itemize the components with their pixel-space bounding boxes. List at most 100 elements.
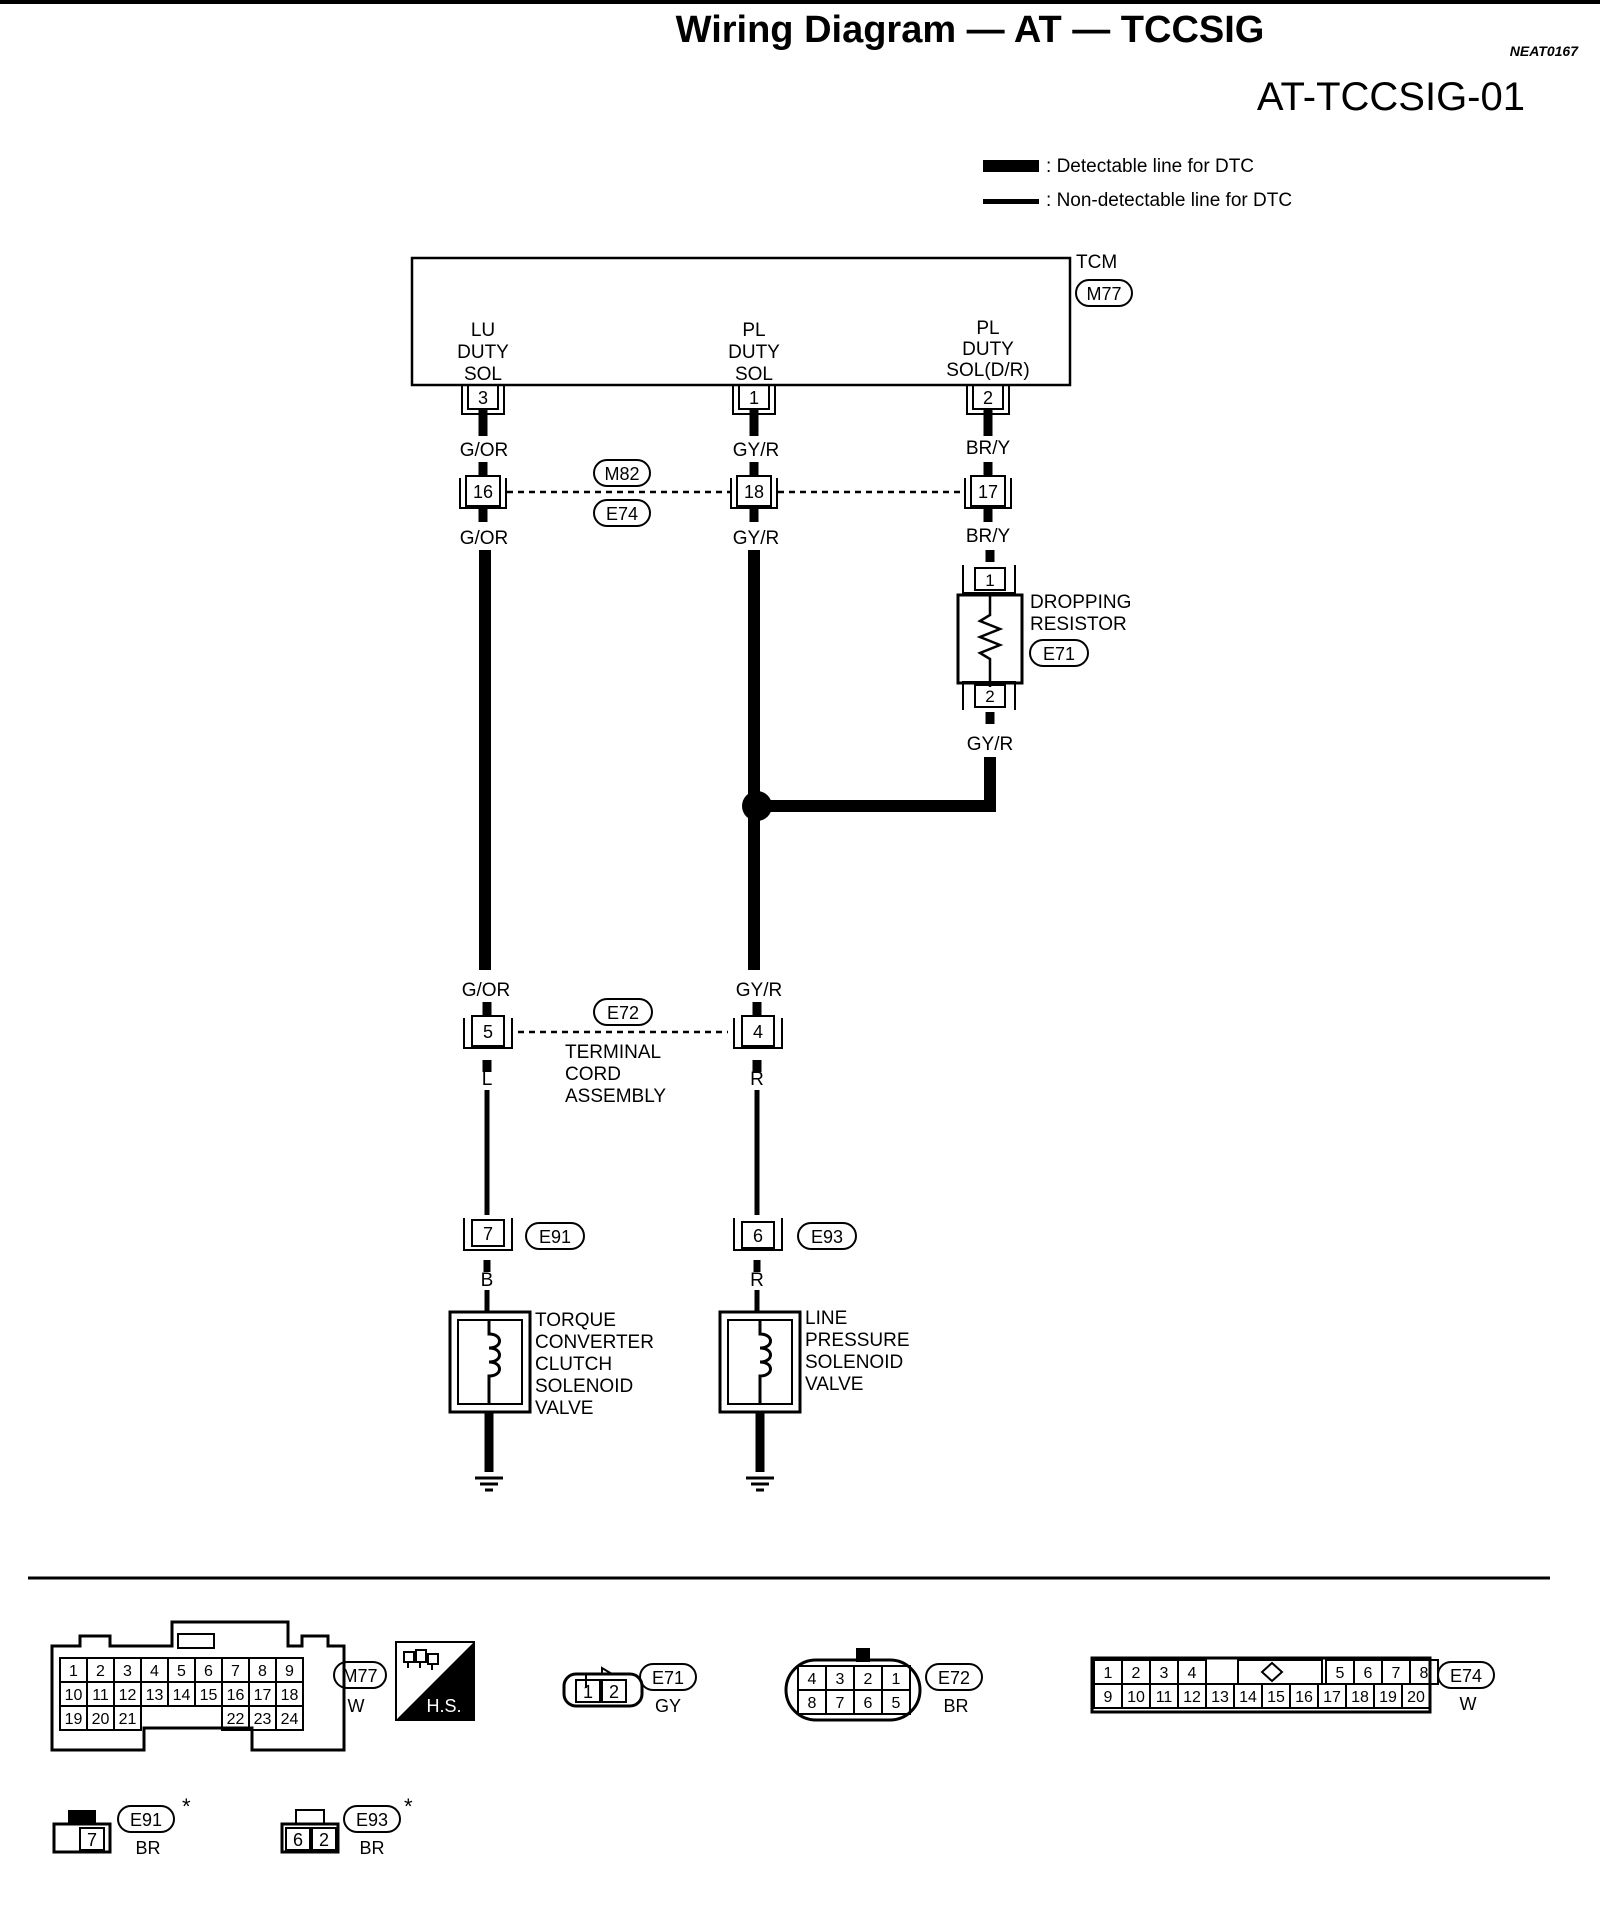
- e93-view-star: *: [404, 1794, 413, 1819]
- tcm-connector-badge: [1075, 279, 1133, 307]
- wire-color-lu-top: G/OR: [460, 440, 509, 461]
- hs-label: H.S.: [426, 1696, 461, 1716]
- e72-pin-5: 5: [483, 1022, 493, 1042]
- svg-text:2: 2: [983, 388, 993, 408]
- ground-icon: [744, 1476, 776, 1492]
- m77-view-color: W: [348, 1696, 365, 1716]
- legend-detectable-swatch: [983, 160, 1039, 172]
- tcm-module: TCM M77 LU DUTY SOL PL DUTY SOL PL DUTY …: [410, 252, 1133, 387]
- tcm-pin-label-lu-3: SOL: [464, 364, 502, 385]
- coil-icon: [487, 1320, 501, 1404]
- e93-view-color: BR: [359, 1838, 384, 1858]
- e72-pin-4: 4: [753, 1022, 763, 1042]
- e72-cell: [881, 1689, 911, 1715]
- m77-pin-label: 10: [65, 1687, 83, 1704]
- lp-label-3: SOLENOID: [805, 1352, 903, 1373]
- tcm-pin-label-pl-3: SOL: [735, 364, 773, 385]
- tcm-name: TCM: [1076, 252, 1117, 273]
- m77-cell: [113, 1705, 142, 1731]
- resistor-label-2: RESISTOR: [1030, 614, 1127, 635]
- e74-pin-label: 18: [1351, 1689, 1369, 1706]
- m77-pin-label: 4: [150, 1663, 159, 1680]
- connector-label-e91: E91: [539, 1227, 571, 1247]
- wire-color-pl-post-e72: R: [750, 1069, 764, 1090]
- terminal-cord-label-3: ASSEMBLY: [565, 1086, 666, 1107]
- e74-pin-label: 10: [1127, 1689, 1145, 1706]
- lp-label-2: PRESSURE: [805, 1330, 910, 1351]
- resistor-pin-2: 2: [985, 687, 994, 706]
- e72-view-color: BR: [943, 1696, 968, 1716]
- m77-pin-label: 6: [204, 1663, 213, 1680]
- m77-pin-label: 16: [227, 1687, 245, 1704]
- tcc-label-4: SOLENOID: [535, 1376, 633, 1397]
- e93-pin-6: 6: [753, 1226, 763, 1246]
- m77-pin-label: 2: [96, 1663, 105, 1680]
- e74-pin-label: 2: [1132, 1665, 1141, 1682]
- tcm-connector-label: M77: [1086, 284, 1121, 304]
- e72-pin-label: 8: [808, 1695, 817, 1712]
- m77-pin-label: 17: [254, 1687, 272, 1704]
- connector-badge-e91: [525, 1222, 585, 1250]
- diagram-id: AT-TCCSIG-01: [1257, 75, 1525, 119]
- connector-label-e93: E93: [811, 1227, 843, 1247]
- terminal-cord-e72: 5 4 E72 TERMINAL CORD ASSEMBLY: [463, 998, 783, 1107]
- e91-view-name: E91: [130, 1810, 162, 1830]
- legend-non-detectable-swatch: [983, 199, 1039, 204]
- e74-pin-label: 4: [1188, 1665, 1197, 1682]
- e72-view-name: E72: [938, 1668, 970, 1688]
- junction-pin-16: 16: [473, 482, 493, 502]
- m77-pin-label: 11: [92, 1687, 109, 1704]
- tcm-pin-label-pl-2: DUTY: [728, 342, 780, 363]
- connector-badge-e93-view: [343, 1805, 401, 1833]
- connector-badge-e71-view: [639, 1663, 697, 1691]
- dropping-resistor: 1 2 DROPPING RESISTOR E71: [956, 565, 1131, 710]
- coil-icon: [758, 1320, 772, 1404]
- connector-badge-e91-view: [117, 1805, 175, 1833]
- tcm-pin-label-lu-2: DUTY: [457, 342, 509, 363]
- e74-pin-label: 12: [1183, 1689, 1201, 1706]
- e74-pin-label: 14: [1239, 1689, 1257, 1706]
- line-pressure-solenoid-valve: LINE PRESSURE SOLENOID VALVE: [718, 1308, 910, 1414]
- e91-view-star: *: [182, 1794, 191, 1819]
- m77-pin-label: 12: [119, 1687, 137, 1704]
- e74-pin-label: 9: [1104, 1689, 1113, 1706]
- wires: [478, 410, 996, 1472]
- m77-pin-label: 8: [258, 1663, 267, 1680]
- e72-pin-label: 7: [836, 1695, 845, 1712]
- connector-label-e74: E74: [606, 504, 638, 524]
- junction-pin-18: 18: [744, 482, 764, 502]
- connector-label-e72: E72: [607, 1003, 639, 1023]
- e71-view-pin-2: 2: [609, 1682, 619, 1702]
- m77-pin-label: 7: [231, 1663, 240, 1680]
- wire-color-dr-top: BR/Y: [966, 438, 1011, 459]
- e71-view-pin-1: 1: [583, 1682, 593, 1702]
- tcm-pins: 3 1 2: [461, 384, 1010, 415]
- m77-pin-label: 18: [281, 1687, 299, 1704]
- m77-pin-label: 24: [281, 1711, 299, 1728]
- e93-view-pin-2: 2: [319, 1830, 329, 1850]
- wire-color-pl-solenoid: R: [750, 1270, 764, 1291]
- junction-m82-e74: 16 18 17 M82 E74: [459, 459, 1012, 527]
- m77-pin-label: 9: [285, 1663, 294, 1680]
- legend-non-detectable-label: : Non-detectable line for DTC: [1046, 190, 1292, 211]
- wire-color-lu-pre-e72: G/OR: [462, 980, 511, 1001]
- e74-pin-label: 3: [1160, 1665, 1169, 1682]
- wire-color-dr-after-resistor: GY/R: [967, 734, 1013, 755]
- e93-view-pin-6: 6: [293, 1830, 303, 1850]
- e74-cell: [1401, 1683, 1431, 1709]
- tcm-pin-label-dr-3: SOL(D/R): [946, 360, 1029, 381]
- e72-pin-label: 2: [864, 1671, 873, 1688]
- wire-color-lu-post-e72: L: [482, 1069, 493, 1090]
- e72-pin-label: 6: [864, 1695, 873, 1712]
- m77-pin-label: 15: [200, 1687, 218, 1704]
- wire-color-pl-mid: GY/R: [733, 528, 779, 549]
- e74-pin-label: 16: [1295, 1689, 1313, 1706]
- tcm-pin-label-pl-1: PL: [742, 320, 765, 341]
- e74-pin-label: 1: [1104, 1665, 1113, 1682]
- reference-code: NEAT0167: [1510, 43, 1579, 59]
